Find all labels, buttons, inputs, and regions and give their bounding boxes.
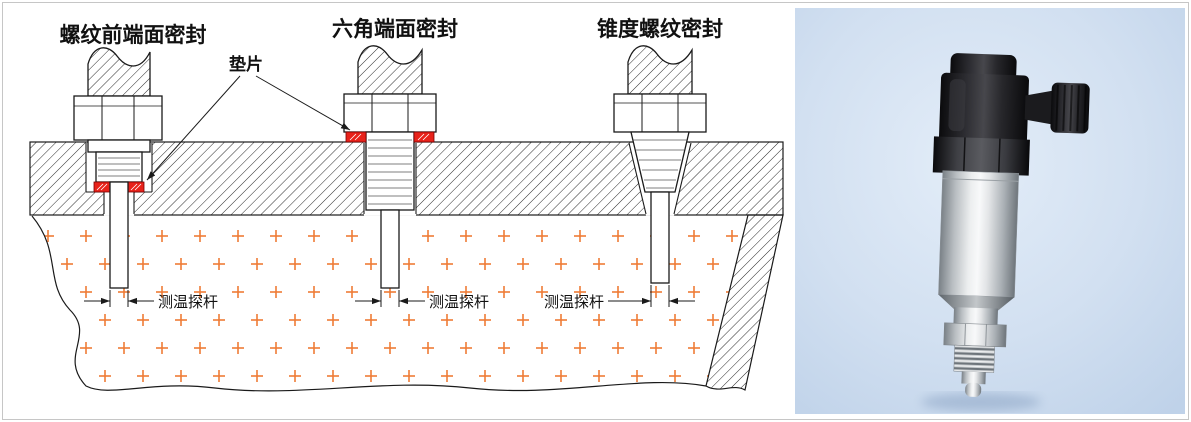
sensor-3-hex-nut — [613, 93, 707, 133]
cable-gland-ridges — [1055, 84, 1087, 132]
vessel-wall — [705, 214, 784, 391]
gasket-highlight — [345, 131, 367, 143]
hex-collar — [932, 136, 1030, 176]
technical-diagram: 螺纹前端面密封 六角端面密封 锥度螺纹密封 垫片 测温探杆 测温探杆 测温探杆 — [29, 17, 784, 392]
sensor-photo — [932, 53, 1090, 397]
thread-stud — [953, 344, 995, 373]
hex-nut — [943, 322, 1007, 348]
sensor-2-hex-face-seal — [343, 45, 437, 289]
sensor-body — [938, 170, 1020, 298]
sensor-1-break-top — [87, 47, 151, 97]
probe-label-2: 测温探杆 — [429, 294, 489, 311]
gasket-highlight — [93, 181, 111, 193]
sensor-2-hex-nut — [343, 93, 437, 133]
gasket-leader-lines — [146, 75, 351, 181]
sensor-3-taper-thread-seal — [613, 45, 707, 284]
probe-tip — [965, 382, 982, 397]
sensor-3-break-top — [627, 45, 693, 95]
seal-type-label-2: 六角端面密封 — [332, 17, 458, 41]
probe-dimension-3 — [608, 285, 695, 307]
sensor-shadow — [921, 393, 1041, 411]
neck — [953, 307, 999, 325]
medium-region — [31, 215, 748, 392]
gasket-highlight — [127, 181, 145, 193]
sensor-3-taper-body — [630, 131, 690, 193]
gasket-label: 垫片 — [229, 54, 263, 74]
gasket-highlight — [413, 131, 435, 143]
seal-type-label-1: 螺纹前端面密封 — [60, 23, 207, 47]
cable-gland-cone — [1024, 90, 1054, 125]
seal-type-label-3: 锥度螺纹密封 — [597, 17, 723, 41]
product-photo — [795, 8, 1185, 414]
sensor-3-probe-rod — [650, 191, 670, 284]
probe-label-1: 测温探杆 — [158, 294, 218, 311]
sensor-2-thread-body — [365, 131, 415, 211]
probe-dimension-1 — [84, 290, 154, 307]
sensor-2-break-top — [357, 45, 423, 95]
sensor-1-flange — [87, 139, 151, 153]
sensor-2-probe-rod — [380, 209, 400, 289]
sensor-1-thread-body — [95, 151, 143, 183]
probe-dimension-2 — [355, 290, 425, 307]
sensor-1-probe-rod — [109, 181, 129, 289]
connector-highlight — [948, 79, 966, 132]
probe-tip-step — [961, 371, 986, 385]
sensor-1-front-face-seal — [73, 47, 163, 289]
sensor-1-hex-nut — [73, 95, 163, 141]
probe-label-3: 测温探杆 — [544, 294, 604, 311]
body-chamfer — [938, 294, 1015, 311]
medium-break-line — [31, 215, 707, 392]
